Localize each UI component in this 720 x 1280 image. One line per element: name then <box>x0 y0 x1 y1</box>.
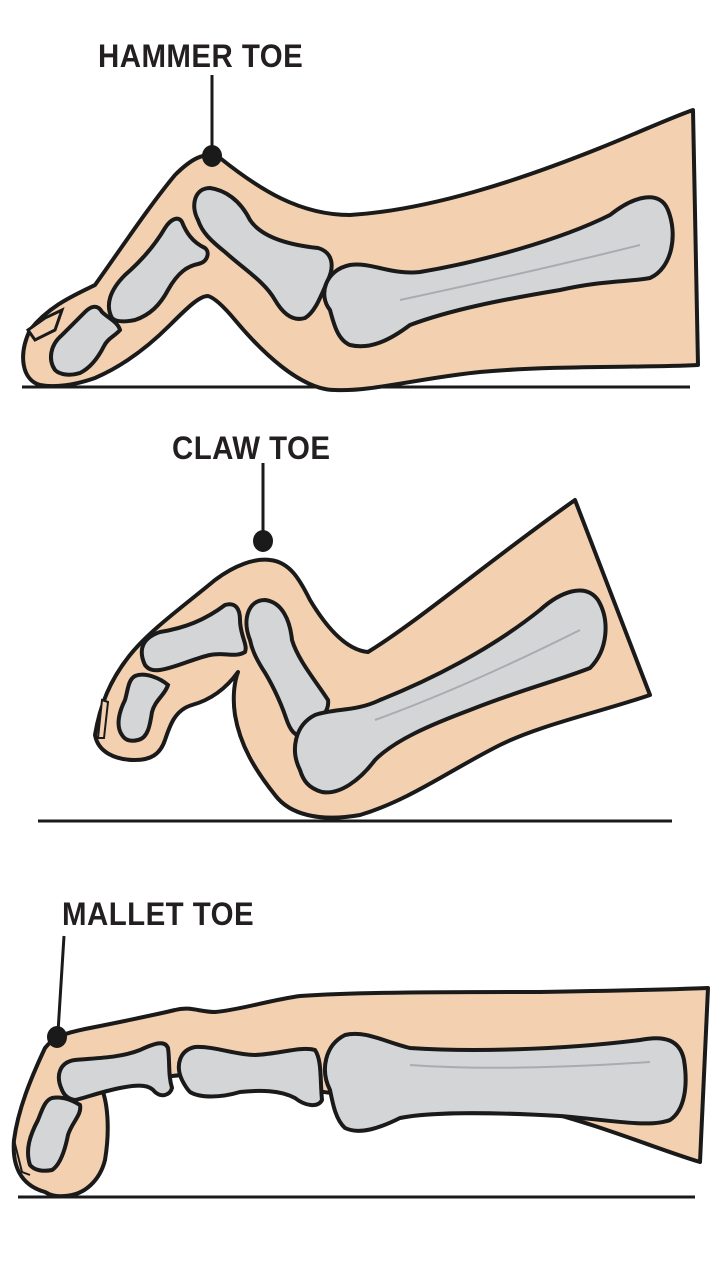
mallet-distal-phalanx <box>26 1095 83 1173</box>
mallet-metatarsal <box>323 1031 688 1133</box>
claw-metatarsal <box>293 588 608 795</box>
hammer-middle-phalanx <box>106 216 210 324</box>
mallet-nail <box>13 1139 31 1176</box>
mallet-bone-shading <box>409 1061 651 1069</box>
hammer-toe-figure <box>21 75 700 393</box>
mallet-pointer-dot <box>47 1026 67 1048</box>
claw-toe-label: CLAW TOE <box>172 430 331 466</box>
mallet-toe-label: MALLET TOE <box>62 896 255 932</box>
hammer-metatarsal <box>322 195 675 349</box>
hammer-toe-label: HAMMER TOE <box>98 38 304 74</box>
hammer-pointer-dot <box>202 145 222 167</box>
claw-toe-figure <box>38 463 672 823</box>
claw-toe-skin <box>93 498 652 820</box>
mallet-pointer-line <box>56 935 66 1033</box>
hammer-distal-phalanx <box>48 304 123 377</box>
hammer-toe-skin <box>21 108 700 393</box>
mallet-proximal-phalanx <box>176 1044 325 1107</box>
mallet-middle-phalanx <box>56 1041 175 1103</box>
claw-nail <box>96 698 110 739</box>
claw-bone-shading <box>374 629 581 721</box>
claw-pointer-dot <box>253 530 273 552</box>
hammer-nail <box>25 307 65 342</box>
hammer-bone-shading <box>399 244 641 301</box>
mallet-toe-figure <box>11 935 710 1199</box>
claw-distal-phalanx <box>116 672 171 743</box>
claw-middle-phalanx <box>139 602 248 673</box>
